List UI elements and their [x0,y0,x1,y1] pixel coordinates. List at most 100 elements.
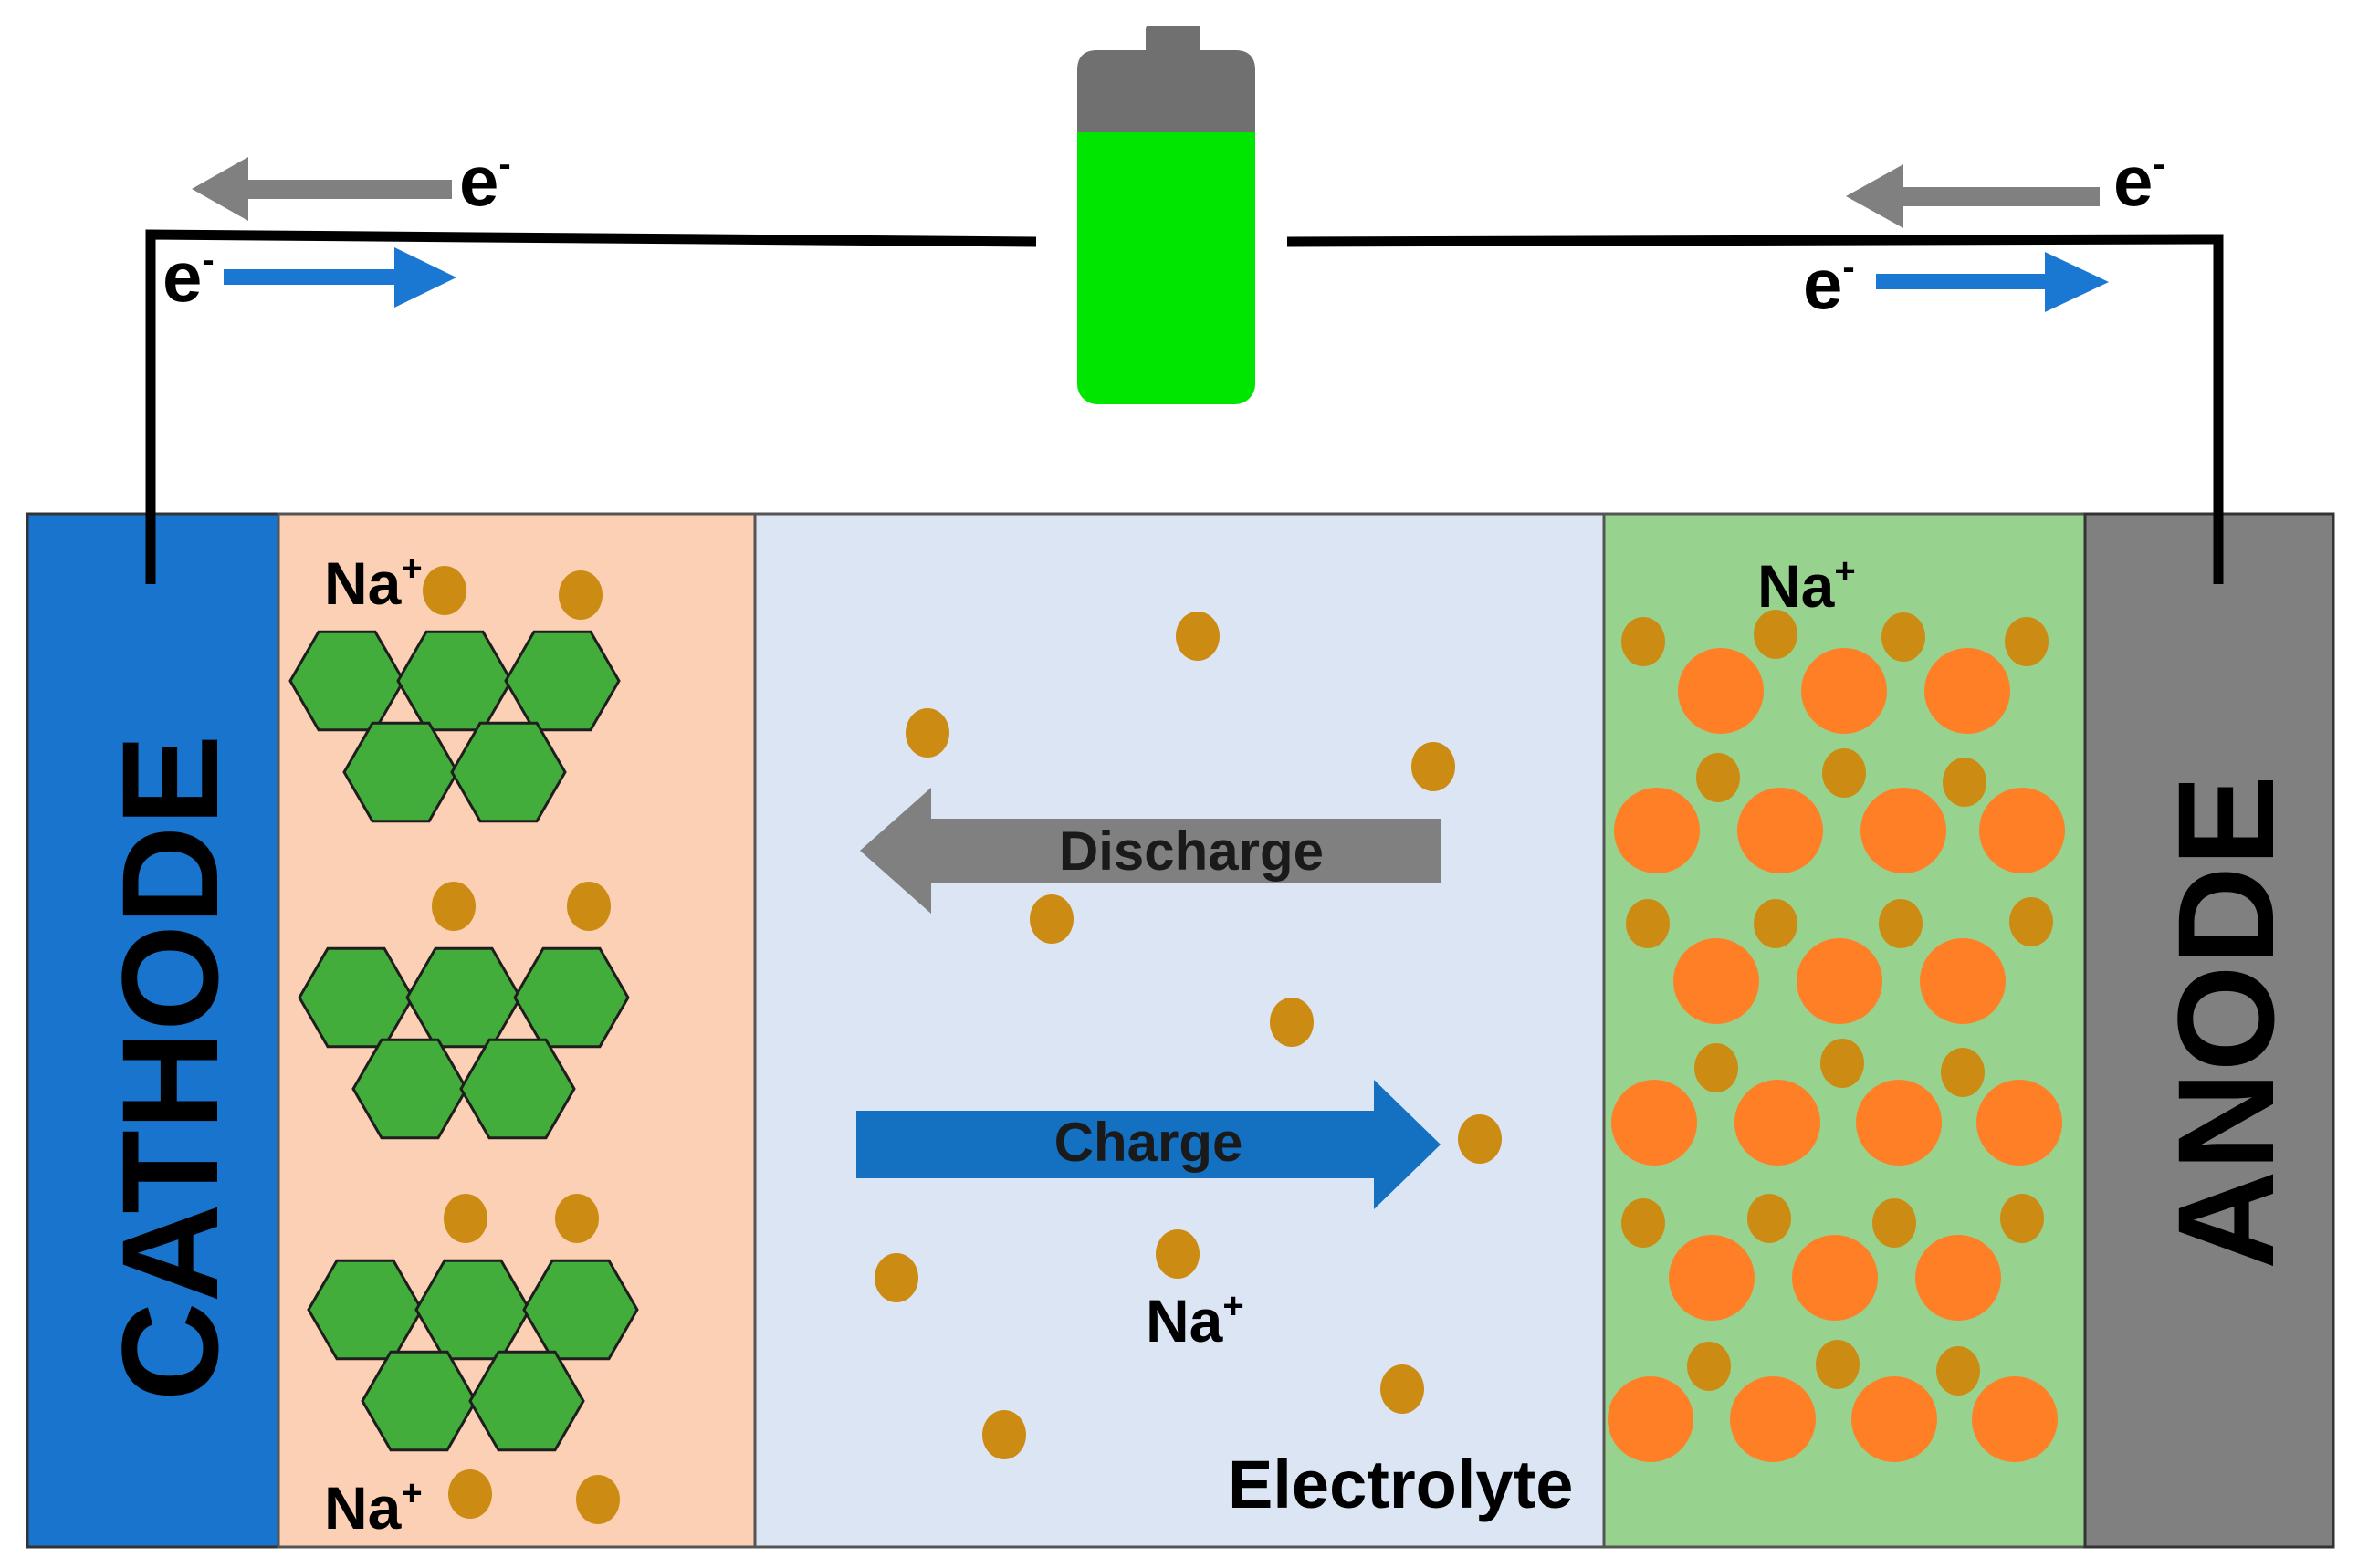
anode-current-collector [2083,512,2335,1549]
discharge-label: Discharge [1059,821,1324,882]
sodium-ion [1816,1340,1860,1389]
electron-arrow-right-charge [1876,252,2109,312]
anode-particle [1851,1376,1937,1462]
anode-particle [1611,1080,1697,1166]
sodium-ion [2005,617,2049,666]
discharge-arrow: Discharge [860,788,1441,914]
anode-particle [1920,938,2006,1024]
hexagon-cell [468,1350,585,1452]
sodium-ion [1156,1229,1200,1279]
hexagon-cell [513,946,630,1049]
sodium-ion [1696,753,1740,802]
na-ion-label-cathode-top: Na+ [324,549,423,617]
hexagon-cell [504,630,621,732]
anode-label: ANODE [2149,775,2302,1270]
sodium-ion [1694,1043,1738,1092]
sodium-ion [559,570,603,620]
hexagon-cell [361,1350,477,1452]
sodium-ion [2009,897,2053,946]
anode-particle [1669,1235,1755,1321]
sodium-ion [1626,899,1670,948]
hexagon-cluster [288,630,621,823]
sodium-ion [1754,899,1797,948]
anode-particle [1976,1080,2062,1166]
cathode-current-collector [26,512,280,1549]
sodium-ion [576,1475,620,1524]
electron-label-mid-right: e- [1803,244,1855,324]
electrolyte-region [753,512,1606,1549]
sodium-ion [423,566,466,615]
charge-label: Charge [1054,1112,1243,1173]
sodium-ion [448,1469,492,1519]
na-ion-label-electrolyte: Na+ [1146,1286,1244,1354]
electron-arrow-left-discharge [192,157,452,221]
sodium-ion [1621,617,1665,666]
battery-icon [1077,26,1255,404]
sodium-ion [444,1194,487,1243]
hexagon-cluster [307,1259,639,1452]
anode-particle [1860,788,1946,873]
sodium-ion [1879,899,1923,948]
sodium-ion [1872,1198,1916,1248]
sodium-ion [1747,1194,1791,1243]
electrolyte-label: Electrolyte [1228,1447,1573,1522]
hexagon-cell [342,721,459,823]
sodium-ion [432,882,476,931]
wire-right [1286,234,2224,584]
sodium-ion [1411,742,1455,791]
electron-arrow-right-discharge [1846,164,2100,228]
sodium-ion [1030,894,1074,944]
sodium-ion [875,1253,918,1302]
sodium-ion [982,1410,1026,1459]
electron-arrow-left-charge [224,247,456,308]
na-ion-label-anode: Na+ [1757,551,1856,620]
sodium-ion [1270,998,1314,1047]
anode-particle [1915,1235,2001,1321]
anode-particle [1797,938,1882,1024]
anode-particle [1678,648,1764,734]
wire-left [145,229,1037,584]
sodium-ion [1820,1039,1864,1088]
sodium-ion [1881,612,1925,662]
sodium-ion [1621,1198,1665,1248]
anode-particle [1734,1080,1820,1166]
sodium-ion [555,1194,599,1243]
cathode-label: CATHODE [93,735,246,1402]
hexagon-cell [459,1038,576,1140]
cathode-hexagon-layer [288,630,639,1452]
anode-particle [1979,788,2065,873]
sodium-ion [1458,1114,1502,1164]
sodium-ion [1380,1364,1424,1414]
sodium-ion-layer [423,566,2053,1524]
electron-label-mid-left: e- [162,236,215,317]
anode-particle [1924,648,2010,734]
sodium-ion [567,882,611,931]
sodium-ion [1687,1342,1731,1391]
anode-particle [1856,1080,1942,1166]
sodium-ion [1941,1048,1985,1097]
sodium-ion [1943,758,1986,807]
battery-body [1077,50,1255,404]
sodium-ion [1822,748,1866,798]
anode-particle-layer [1608,648,2065,1462]
sodium-ion [2000,1194,2044,1243]
sodium-ion [1176,612,1220,661]
anode-particle [1972,1376,2058,1462]
hexagon-cluster [298,946,630,1140]
anode-particle [1730,1376,1816,1462]
anode-particle [1737,788,1823,873]
anode-particle [1792,1235,1878,1321]
anode-particle [1801,648,1887,734]
hexagon-cell [351,1038,468,1140]
hexagon-cell [450,721,567,823]
anode-particle [1673,938,1759,1024]
sodium-ion [906,708,949,758]
charge-arrow: Charge [856,1080,1441,1209]
electron-label-top-left: e- [459,141,511,221]
anode-particle [1614,788,1700,873]
hexagon-cell [522,1259,639,1361]
battery-terminal [1146,26,1200,53]
sodium-ion [1754,610,1797,659]
